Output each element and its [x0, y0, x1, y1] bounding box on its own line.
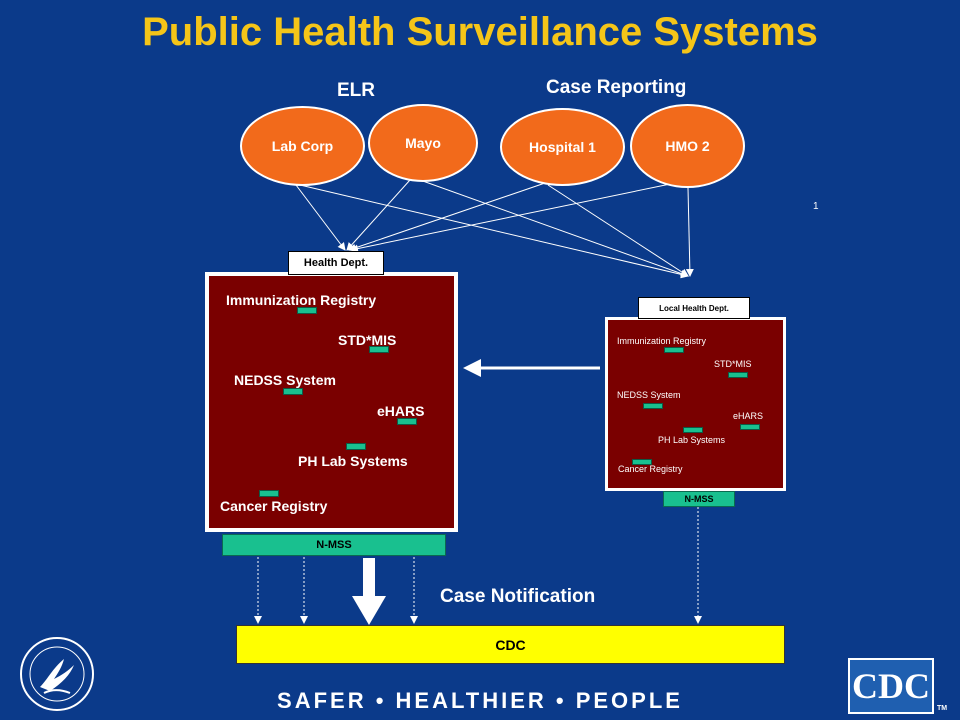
source-to-health-dept-arrows — [295, 179, 681, 253]
cancer-chip — [259, 490, 279, 497]
local-immunization-chip — [664, 347, 684, 353]
local-ehars-chip — [740, 424, 760, 430]
cdc-logo-icon: CDC — [848, 658, 934, 714]
nedss-system-label: NEDSS System — [234, 372, 336, 388]
trademark-mark: TM — [937, 705, 948, 712]
source-hospital-1: Hospital 1 — [500, 108, 625, 186]
health-dept-nmss: N-MSS — [222, 534, 446, 556]
immunization-chip — [297, 307, 317, 314]
ehars-label: eHARS — [377, 403, 425, 419]
std-mis-label: STD*MIS — [338, 332, 397, 348]
cancer-registry-label: Cancer Registry — [220, 498, 328, 514]
immunization-registry-label: Immunization Registry — [226, 292, 377, 308]
source-lab-corp: Lab Corp — [240, 106, 365, 186]
local-immunization-label: Immunization Registry — [617, 336, 707, 346]
ehars-chip — [397, 418, 417, 425]
source-hmo-2: HMO 2 — [630, 104, 745, 188]
case-notification-arrow — [352, 558, 386, 625]
nedss-chip — [283, 388, 303, 395]
local-ph-lab-chip — [683, 427, 703, 433]
tagline: SAFER • HEALTHIER • PEOPLE — [277, 688, 683, 713]
local-health-dept-tag: Local Health Dept. — [638, 297, 750, 319]
dotted-notification-lines — [254, 507, 702, 624]
health-dept-panel — [205, 272, 458, 532]
local-std-chip — [728, 372, 748, 378]
source-mayo: Mayo — [368, 104, 478, 182]
ph-lab-systems-label: PH Lab Systems — [298, 453, 408, 469]
local-ph-lab-label: PH Lab Systems — [658, 435, 726, 445]
elr-label: ELR — [337, 80, 375, 101]
local-nedss-chip — [643, 403, 663, 409]
case-notification-label: Case Notification — [440, 586, 596, 607]
page-number: 1 — [813, 201, 819, 212]
source-to-local-dept-arrows — [299, 179, 694, 279]
hhs-seal-icon — [20, 637, 94, 711]
cdc-bar: CDC — [236, 625, 785, 664]
ph-lab-chip — [346, 443, 366, 450]
case-reporting-label: Case Reporting — [546, 77, 687, 98]
local-std-label: STD*MIS — [714, 359, 752, 369]
local-nedss-label: NEDSS System — [617, 390, 681, 400]
page-title: Public Health Surveillance Systems — [142, 10, 818, 54]
local-nmss: N-MSS — [663, 491, 735, 507]
local-cancer-chip — [632, 459, 652, 465]
health-dept-tag: Health Dept. — [288, 251, 384, 275]
std-chip — [369, 346, 389, 353]
local-cancer-label: Cancer Registry — [618, 464, 683, 474]
footer-band — [0, 684, 960, 720]
local-ehars-label: eHARS — [733, 411, 764, 421]
